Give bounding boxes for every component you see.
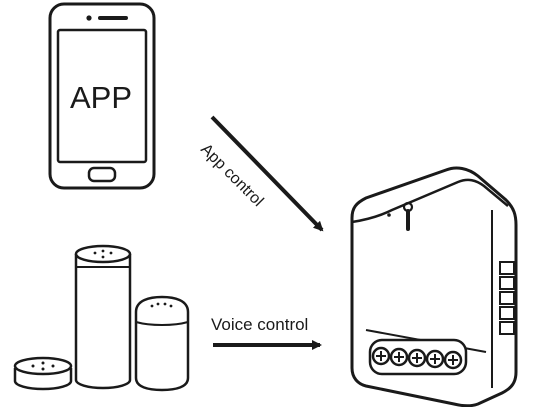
- phone-speaker-icon: [98, 16, 128, 20]
- phone-home-button-icon: [87, 166, 117, 183]
- side-vents-icon: [499, 261, 515, 335]
- puck-speaker-icon: [13, 356, 73, 391]
- smart-speakers-icon: [13, 244, 190, 392]
- smart-switch-module-icon: [350, 166, 518, 408]
- app-control-arrow: App control: [197, 115, 324, 232]
- terminal-screws-icon: [368, 338, 468, 376]
- smartphone-icon: APP: [48, 2, 156, 190]
- keyhole-icon: [402, 201, 414, 231]
- phone-camera-icon: [86, 15, 92, 21]
- tall-speaker-icon: [74, 244, 132, 390]
- phone-screen-label: APP: [70, 80, 132, 115]
- led-indicator-icon: [387, 213, 391, 217]
- voice-control-label: Voice control: [211, 315, 308, 334]
- voice-control-arrow: Voice control: [211, 315, 322, 350]
- round-speaker-icon: [134, 295, 190, 392]
- app-control-label: App control: [197, 141, 266, 210]
